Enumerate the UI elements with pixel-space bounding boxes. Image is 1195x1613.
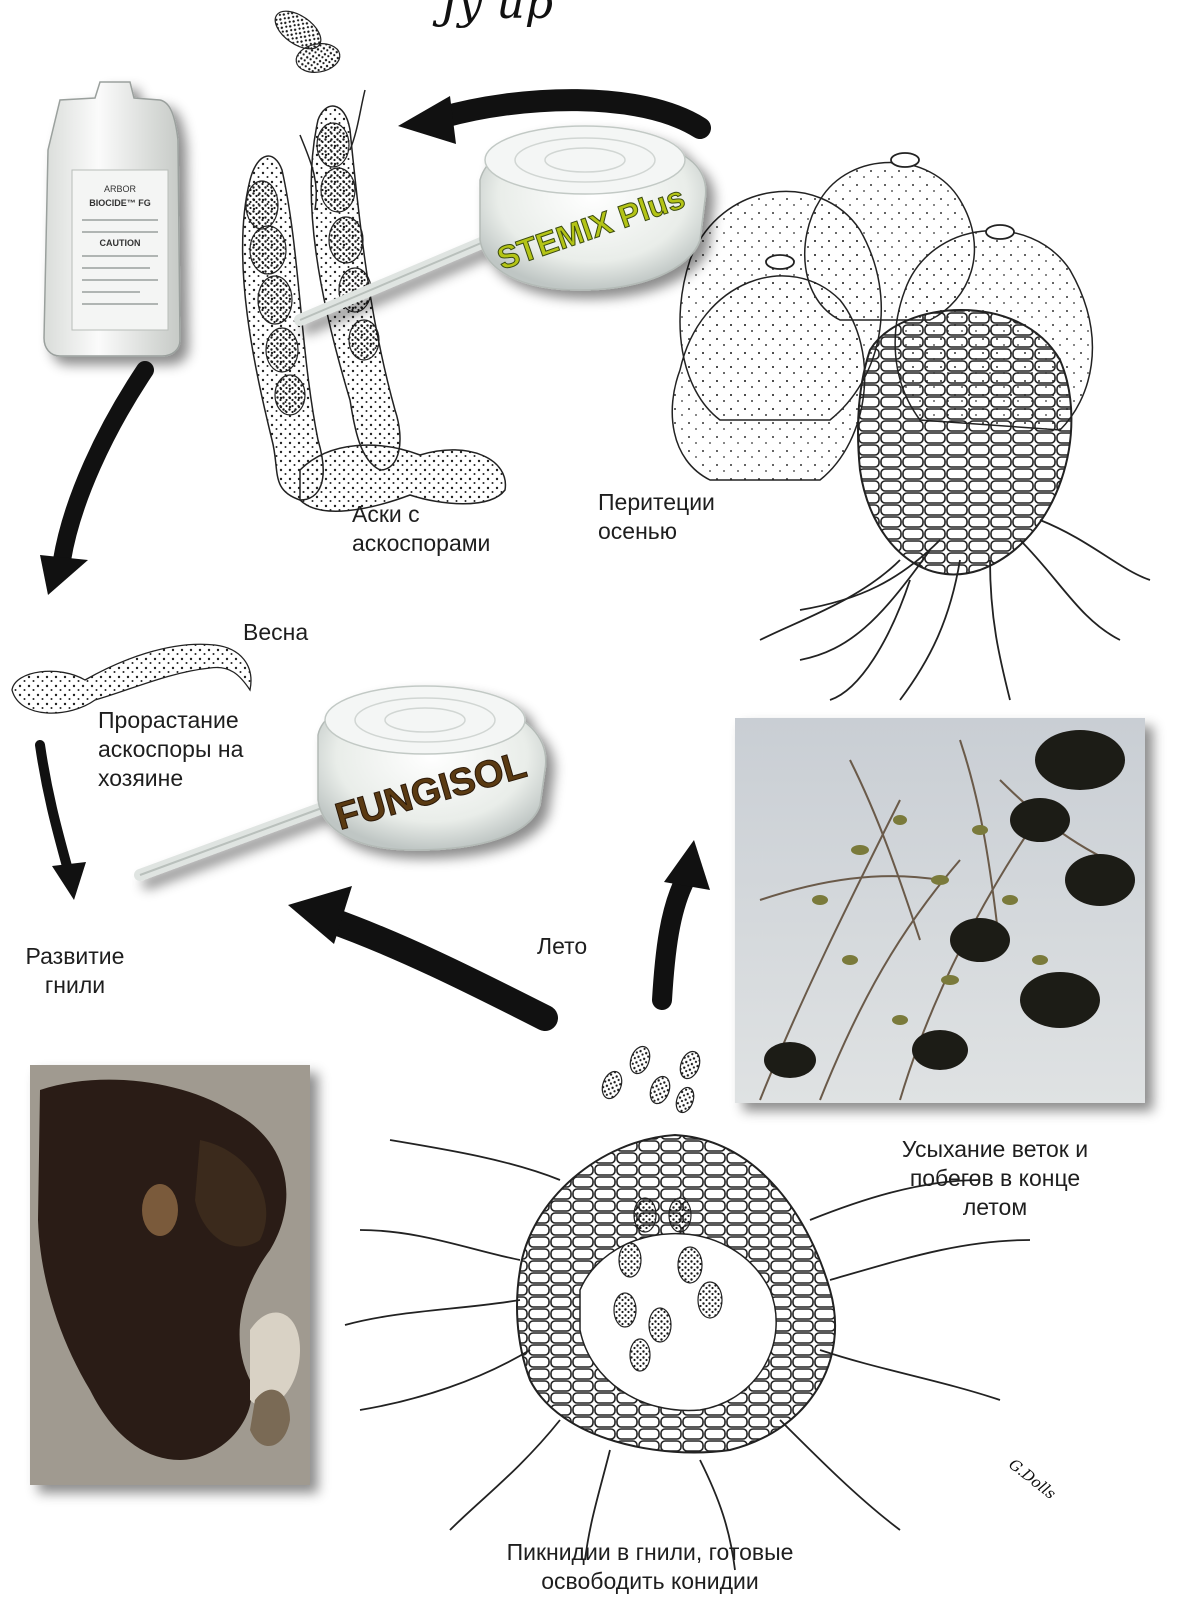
label-perithecia: Перитеции осенью — [598, 488, 715, 546]
arrow-summer-to-rot — [288, 886, 545, 1018]
label-dieback-line-1: Усыхание веток и — [850, 1135, 1140, 1164]
label-perithecia-line-1: Перитеции — [598, 488, 715, 517]
label-pycnidia-line-1: Пикнидии в гнили, готовые — [440, 1538, 860, 1567]
label-summer: Лето — [537, 932, 587, 961]
asci-illustration — [243, 90, 506, 511]
label-perithecia-line-2: осенью — [598, 517, 715, 546]
perithecia-illustration — [672, 153, 1150, 700]
label-rot-line-2: гнили — [10, 971, 140, 1000]
jug-brand: ARBOR — [104, 184, 137, 194]
label-pycnidia: Пикнидии в гнили, готовые освободить кон… — [440, 1538, 860, 1596]
label-dieback-line-3: летом — [850, 1193, 1140, 1222]
label-pycnidia-line-2: освободить конидии — [440, 1567, 860, 1596]
jug-name: BIOCIDE™ FG — [89, 198, 151, 208]
label-germination: Прорастание аскоспоры на хозяине — [98, 706, 243, 793]
ascospore-cluster-top — [269, 4, 342, 76]
label-rot-line-1: Развитие — [10, 942, 140, 971]
pycnidium-illustration — [345, 1044, 1030, 1570]
label-germination-line-1: Прорастание — [98, 706, 243, 735]
label-spring: Весна — [243, 618, 308, 647]
dieback-photo — [735, 718, 1145, 1103]
label-germination-line-3: хозяине — [98, 764, 243, 793]
arrow-to-rot — [40, 745, 86, 900]
label-dieback-line-2: побегов в конце — [850, 1164, 1140, 1193]
jug-caution: CAUTION — [100, 238, 141, 248]
arrow-to-germination — [40, 370, 145, 595]
label-asci: Аски с аскоспорами — [352, 500, 490, 558]
label-dieback: Усыхание веток и побегов в конце летом — [850, 1135, 1140, 1222]
arrow-summer-to-dieback — [662, 840, 710, 1000]
header-fragment: Jy up — [440, 0, 553, 29]
rot-photo — [30, 1065, 310, 1485]
biocide-jug — [44, 82, 180, 356]
label-rot-development: Развитие гнили — [10, 942, 140, 1000]
label-asci-line-2: аскоспорами — [352, 529, 490, 558]
label-asci-line-1: Аски с — [352, 500, 490, 529]
label-germination-line-2: аскоспоры на — [98, 735, 243, 764]
germinating-ascospore — [12, 644, 251, 713]
